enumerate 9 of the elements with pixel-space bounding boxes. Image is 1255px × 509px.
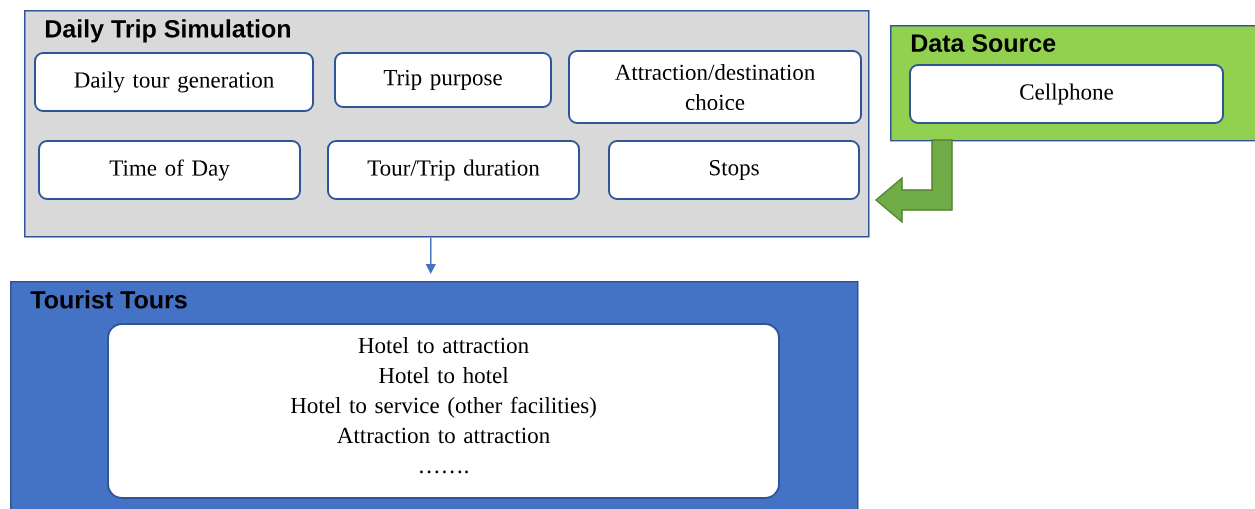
- rounded-box: Tour/Trip duration: [327, 140, 580, 200]
- rounded-box: Hotel to attraction Hotel to hotel Hotel to service (other facilities) Attraction to attraction …….: [107, 323, 780, 499]
- rounded-box: Stops: [608, 140, 860, 200]
- rounded-box: Trip purpose: [334, 52, 552, 108]
- rounded-box: Attraction/destination choice: [568, 50, 862, 124]
- rounded-box: Daily tour generation: [34, 52, 314, 112]
- arrow: [874, 139, 953, 224]
- rounded-box: Cellphone: [909, 64, 1224, 124]
- rounded-box: Time of Day: [38, 140, 301, 200]
